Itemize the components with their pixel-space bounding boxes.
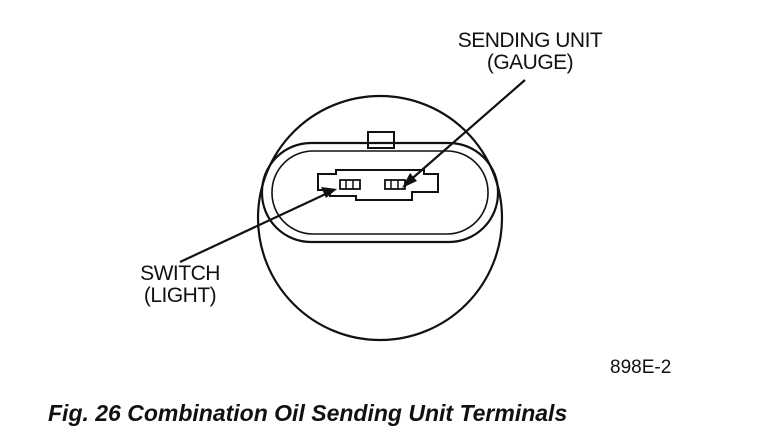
sending-unit-arrowhead <box>402 173 417 188</box>
sending-unit-label-line1: SENDING UNIT <box>457 29 603 52</box>
sending-unit-label-line2: (GAUGE) <box>486 51 574 74</box>
terminal-block <box>317 169 439 201</box>
gauge-terminal <box>384 179 406 190</box>
switch-arrowhead <box>321 187 337 198</box>
sending-unit-label: SENDING UNIT (GAUGE) <box>430 30 630 74</box>
connector-shell-inner <box>271 150 489 235</box>
connector-top-tab <box>367 131 395 149</box>
switch-leader-line <box>179 191 331 263</box>
figure-code: 898E-2 <box>610 357 672 378</box>
switch-label: SWITCH (LIGHT) <box>100 263 260 307</box>
sending-unit-housing <box>256 94 504 342</box>
figure-caption: Fig. 26 Combination Oil Sending Unit Ter… <box>48 400 568 426</box>
switch-label-line2: (LIGHT) <box>143 284 217 307</box>
connector-shell-outer <box>260 141 500 244</box>
sending-unit-leader-line <box>406 79 526 184</box>
switch-terminal <box>339 179 361 190</box>
switch-label-line1: SWITCH <box>140 262 220 285</box>
